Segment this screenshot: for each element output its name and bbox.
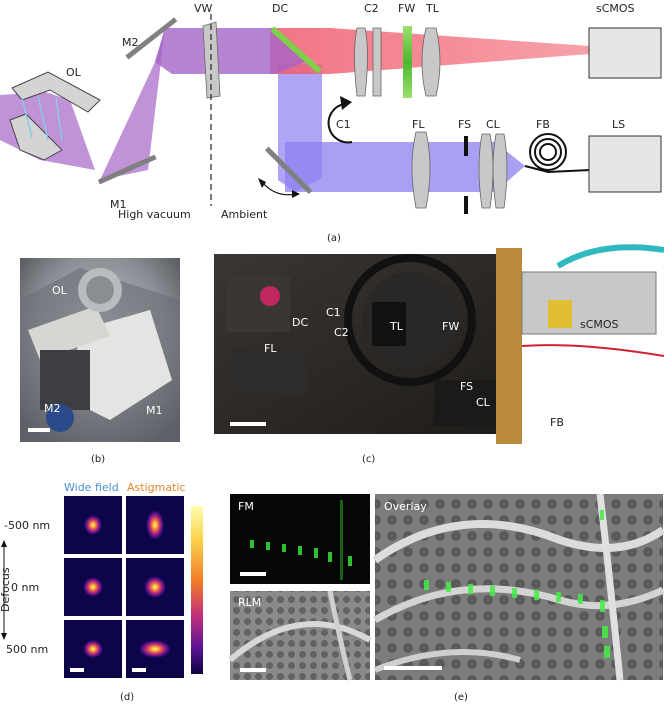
colorbar: [191, 506, 203, 674]
label-c-fw: FW: [442, 320, 459, 333]
scale-bar-b: [28, 428, 50, 432]
label-c-fb: FB: [550, 416, 564, 429]
defocus-axis-label: Defocus: [0, 567, 12, 612]
tilt-arrowhead-1: [258, 178, 266, 188]
lens-tl: [421, 27, 441, 97]
label-c-c2: C2: [334, 326, 349, 339]
label-ambient: Ambient: [221, 208, 268, 221]
label-c-scmos: sCMOS: [580, 318, 619, 331]
filter-fw: [403, 26, 412, 98]
row-label-m500: -500 nm: [4, 519, 50, 532]
panel-e-images: FM RLM Overlay (e): [228, 493, 664, 703]
caption-e: (e): [454, 692, 468, 703]
mirror-m1: [97, 154, 157, 185]
label-c-fs: FS: [460, 380, 473, 393]
label-c-tl: TL: [389, 320, 404, 333]
label-b-ol: OL: [52, 284, 68, 297]
mirror-m2: [125, 17, 178, 60]
combined-beam-upper: [155, 28, 310, 74]
label-fb: FB: [536, 118, 550, 131]
psf-wide-m500: [84, 515, 102, 535]
fm-image: [230, 494, 370, 584]
caption-d: (d): [120, 692, 134, 703]
field-stop-top: [464, 136, 468, 156]
label-c-c1: C1: [326, 306, 341, 319]
scale-bar-c: [230, 422, 266, 426]
rotation-arrow-c1: [327, 103, 353, 144]
label-vw: VW: [194, 2, 213, 15]
scale-bar-rlm: [240, 668, 266, 672]
label-high-vacuum: High vacuum: [118, 208, 191, 221]
panel-b-photo: OL M2 M1 (b): [20, 258, 180, 465]
defocus-arrow-down: [1, 633, 7, 640]
label-m2: M2: [122, 36, 139, 49]
scmos-box: [588, 27, 662, 79]
fm-signal: [250, 500, 352, 580]
label-c1: C1: [336, 118, 351, 131]
label-b-m1: M1: [146, 404, 163, 417]
psf-astig-m500: [146, 510, 164, 540]
label-c-dc: DC: [292, 316, 308, 329]
psf-wide-p500: [83, 640, 103, 658]
scale-bar-fm: [240, 572, 266, 576]
panel-c-photo: DC C1 C2 TL FW FL FS CL sCMOS FB (c): [208, 244, 664, 465]
scale-bar-overlay: [384, 666, 442, 670]
label-overlay: Overlay: [384, 500, 427, 513]
dichroic-mirror: [270, 26, 322, 74]
label-scmos: sCMOS: [596, 2, 635, 15]
lens-c2-b: [372, 27, 382, 97]
lens-c2-a: [354, 27, 368, 97]
row-label-p500: 500 nm: [6, 643, 48, 656]
scale-bar-d2: [132, 668, 146, 672]
defocus-arrow-up: [1, 540, 7, 547]
objective-lens: [9, 71, 101, 161]
psf-astig-0: [144, 576, 166, 598]
label-rlm: RLM: [238, 596, 261, 609]
fiber-coil: [524, 133, 591, 174]
label-ls: LS: [612, 118, 625, 131]
scale-bar-d1: [70, 668, 84, 672]
label-c-fl: FL: [264, 342, 277, 355]
field-stop-bottom: [464, 196, 468, 214]
col-header-wide-field: Wide field: [64, 481, 119, 494]
panel-d-psf: Wide field Astigmatic -500 nm 0 nm 500 n…: [0, 481, 203, 703]
caption-a: (a): [327, 233, 341, 244]
caption-c: (c): [362, 454, 375, 465]
psf-wide-0: [83, 577, 103, 597]
lens-cl-a: [478, 133, 494, 209]
psf-astig-p500: [139, 640, 171, 658]
label-fs: FS: [458, 118, 471, 131]
lens-fl: [411, 131, 431, 209]
tilt-arrowhead-2: [292, 190, 300, 198]
row-label-0: 0 nm: [11, 581, 39, 594]
label-ol: OL: [66, 66, 82, 79]
label-dc: DC: [272, 2, 288, 15]
label-b-m2: M2: [44, 402, 61, 415]
excitation-beam-vertical: [278, 64, 322, 192]
label-fl: FL: [412, 118, 425, 131]
label-c2: C2: [364, 2, 379, 15]
rotation-arrow-head: [340, 96, 352, 110]
combined-beam-diagonal: [100, 28, 165, 180]
overlay-signal: [424, 510, 610, 658]
label-cl: CL: [486, 118, 501, 131]
panel-a-schematic: OL M2 M1 VW DC C2 FW TL sCMOS C1 FL FS C…: [0, 2, 662, 244]
mirror-steering: [264, 146, 313, 195]
label-fw: FW: [398, 2, 415, 15]
col-header-astigmatic: Astigmatic: [127, 481, 185, 494]
lens-cl-b: [492, 133, 508, 209]
label-c-cl: CL: [476, 396, 491, 409]
caption-b: (b): [91, 454, 105, 465]
label-tl: TL: [425, 2, 440, 15]
label-m1: M1: [110, 198, 127, 211]
ls-box: [588, 135, 662, 193]
label-fm: FM: [238, 500, 254, 513]
